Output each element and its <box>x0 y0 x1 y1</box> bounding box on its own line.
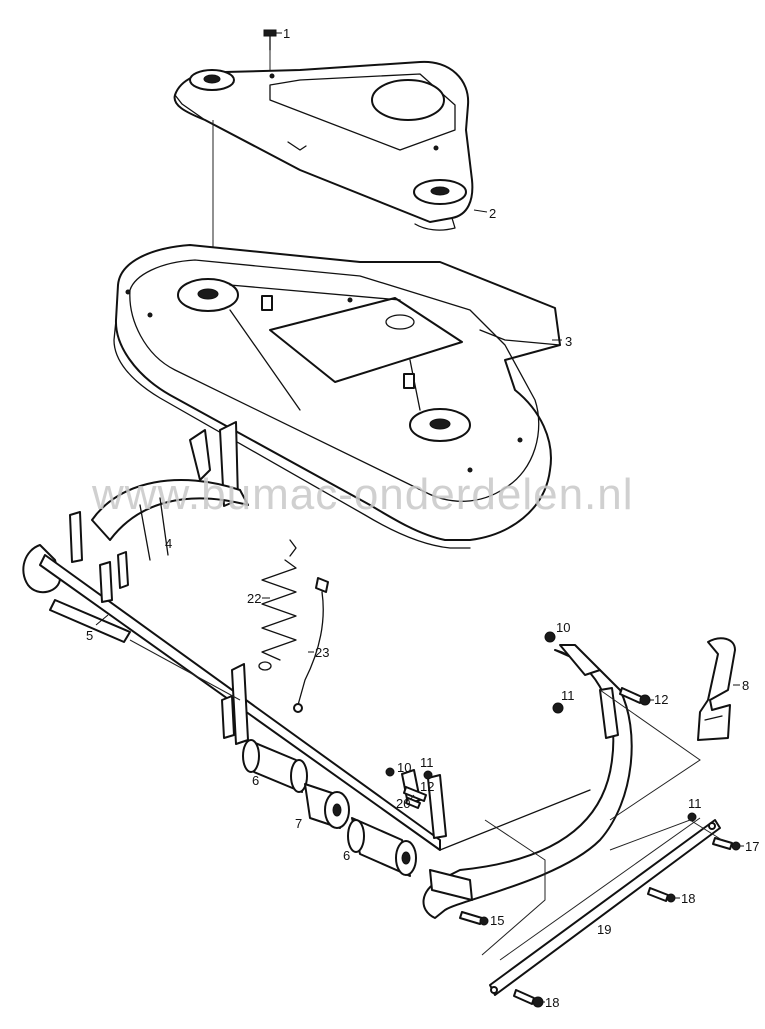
callout-5: 5 <box>86 628 93 643</box>
callout-20: 20 <box>396 796 410 811</box>
hardware-nut-10-right <box>544 631 556 643</box>
hardware-bolt-12-right <box>619 687 651 706</box>
part-3-mower-deck <box>113 244 561 549</box>
callout-4: 4 <box>165 536 172 551</box>
part-2-belt-cover <box>173 60 474 285</box>
part-23-cable <box>293 577 329 713</box>
part-19-link-bar <box>489 819 721 996</box>
callout-2: 2 <box>489 206 496 221</box>
hardware-bolt-15 <box>459 911 489 926</box>
callout-22: 22 <box>247 591 261 606</box>
callout-12-center: 12 <box>420 779 434 794</box>
callout-11-link: 11 <box>688 796 702 811</box>
callout-1: 1 <box>283 26 290 41</box>
callout-10-right: 10 <box>556 620 570 635</box>
callout-11-right: 11 <box>561 688 575 703</box>
part-6-roller-right <box>347 817 417 877</box>
rear-u-bracket <box>401 644 633 919</box>
hardware-nut-11-center <box>423 770 433 780</box>
callout-19: 19 <box>597 922 611 937</box>
callout-10-center: 10 <box>397 760 411 775</box>
hardware-nut-10-center <box>385 767 395 777</box>
callout-3: 3 <box>565 334 572 349</box>
hardware-bolt-17 <box>712 837 741 851</box>
callout-12-right: 12 <box>654 692 668 707</box>
part-6-roller-left <box>242 739 308 793</box>
part-4-hanger-bracket <box>91 421 249 561</box>
callout-labels: 1 2 3 4 5 6 6 7 8 10 10 11 11 11 12 12 1… <box>86 26 759 1010</box>
callout-6a: 6 <box>252 773 259 788</box>
callout-18-bottom: 18 <box>545 995 559 1010</box>
callout-6b: 6 <box>343 848 350 863</box>
watermark-text: www.bumac-onderdelen.nl <box>91 470 634 519</box>
callout-23: 23 <box>315 645 329 660</box>
part-5-front-bar <box>22 511 441 851</box>
hardware-bolt-12-center <box>403 786 427 802</box>
hardware-bolt-20 <box>405 797 421 809</box>
part-7-center-roller <box>304 783 350 829</box>
part-8-handle-lever <box>697 637 736 741</box>
part-22-spring <box>258 539 297 671</box>
assembly-guide-lines <box>481 689 723 961</box>
hardware-bolt-18-bottom <box>513 989 544 1008</box>
callout-7: 7 <box>295 816 302 831</box>
callout-11-center: 11 <box>420 755 434 770</box>
callout-15: 15 <box>490 913 504 928</box>
callout-8: 8 <box>742 678 749 693</box>
callout-18-mid: 18 <box>681 891 695 906</box>
hardware-nut-11-right <box>552 702 564 714</box>
callout-17: 17 <box>745 839 759 854</box>
hardware-bolt-18-mid <box>647 887 676 903</box>
